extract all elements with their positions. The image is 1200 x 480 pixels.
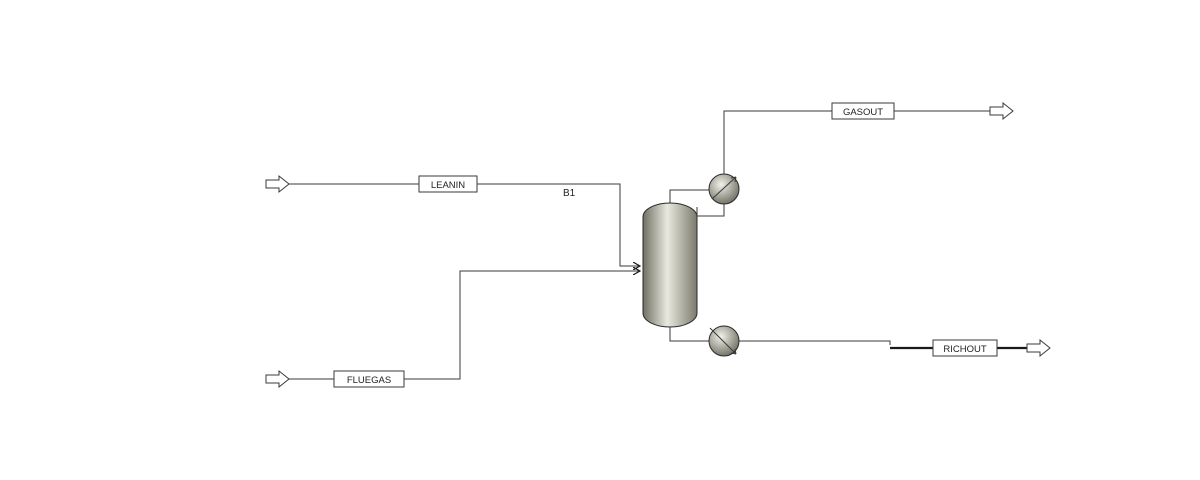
gasout-label-box — [831, 102, 895, 120]
stream-fluegas[interactable]: FLUEGAS — [265, 271, 640, 389]
gasout-label: GASOUT — [843, 107, 883, 118]
stream-leanin[interactable]: LEANIN — [265, 174, 640, 266]
stream-richout[interactable]: RICHOUT — [739, 338, 1051, 358]
block-id-label: B1 — [563, 188, 576, 199]
gasout-outlet-arrow-icon — [989, 101, 1014, 121]
absorber-column-icon — [642, 202, 698, 328]
leanin-label-box — [418, 175, 478, 193]
reboiler[interactable] — [669, 325, 740, 357]
richout-outlet-arrow-icon — [1026, 338, 1051, 358]
richout-label-box — [932, 339, 998, 357]
stream-gasout[interactable]: GASOUT — [723, 101, 1014, 174]
fluegas-inlet-arrow-icon — [265, 369, 290, 389]
richout-label: RICHOUT — [943, 344, 986, 355]
fluegas-label-box — [333, 370, 405, 388]
leanin-inlet-arrow-icon — [265, 174, 290, 194]
column-b1[interactable]: B1 — [563, 188, 698, 328]
reboiler-icon — [708, 325, 740, 357]
condenser[interactable] — [669, 173, 740, 217]
fluegas-label: FLUEGAS — [347, 375, 391, 386]
leanin-label: LEANIN — [431, 180, 465, 191]
